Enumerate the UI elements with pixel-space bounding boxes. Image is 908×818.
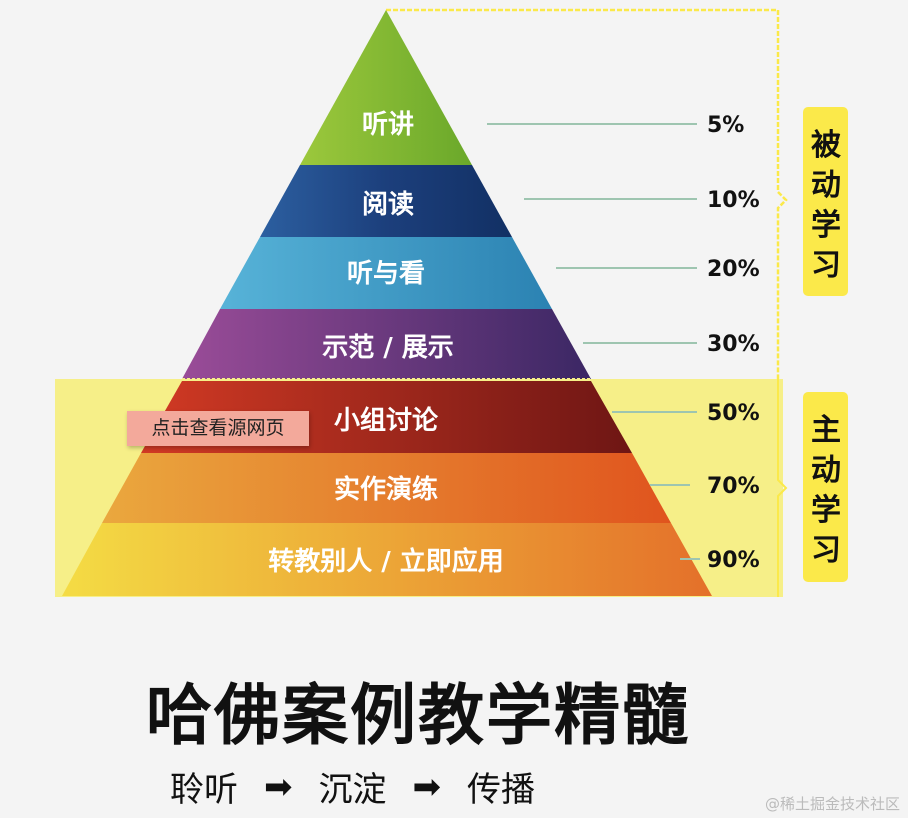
step-label: 聆听 — [170, 770, 238, 810]
passive-char: 习 — [811, 248, 841, 283]
step-label: 传播 — [467, 770, 535, 810]
retention-percent: 90% — [707, 548, 760, 573]
active-bracket — [777, 379, 788, 597]
layer-label: 实作演练 — [334, 474, 438, 505]
page-title: 哈佛案例教学精髓 — [146, 677, 690, 754]
active-char: 动 — [811, 453, 841, 488]
subtitle-flow: 聆听 ➡ 沉淀 ➡ 传播 — [170, 762, 535, 811]
passive-bracket — [386, 8, 788, 379]
retention-percent: 70% — [707, 474, 760, 499]
layer-1-band — [260, 165, 512, 237]
layer-6-band — [62, 523, 712, 596]
watermark: @稀土掘金技术社区 — [764, 795, 900, 813]
retention-percent: 30% — [707, 332, 760, 357]
retention-percent: 50% — [707, 401, 760, 426]
layer-2-band — [220, 237, 552, 309]
retention-percent: 20% — [707, 257, 760, 282]
layer-5-band — [102, 453, 671, 523]
layer-3-band — [182, 309, 591, 379]
view-source-tooltip[interactable]: 点击查看源网页 — [127, 411, 309, 446]
active-char: 习 — [811, 533, 841, 568]
leader-lines — [487, 123, 700, 560]
active-char: 学 — [811, 493, 841, 528]
passive-char: 学 — [811, 208, 841, 243]
retention-percent: 10% — [707, 188, 760, 213]
arrow-right-icon: ➡ — [412, 766, 442, 807]
layer-label: 阅读 — [362, 190, 414, 220]
active-char: 主 — [811, 413, 841, 448]
layer-label: 听讲 — [362, 110, 414, 140]
layer-label: 转教别人 / 立即应用 — [268, 546, 504, 577]
active-learning-label-bg — [803, 392, 848, 582]
layer-0-band — [300, 10, 472, 165]
passive-char: 被 — [811, 128, 841, 163]
arrow-right-icon: ➡ — [264, 766, 293, 807]
layer-label: 听与看 — [347, 259, 425, 289]
layer-label: 示范 / 展示 — [322, 333, 454, 363]
retention-percent: 5% — [707, 113, 744, 138]
step-label: 沉淀 — [318, 770, 387, 810]
passive-learning-label-bg — [803, 107, 848, 296]
layer-label: 小组讨论 — [334, 405, 439, 436]
passive-char: 动 — [811, 168, 841, 203]
